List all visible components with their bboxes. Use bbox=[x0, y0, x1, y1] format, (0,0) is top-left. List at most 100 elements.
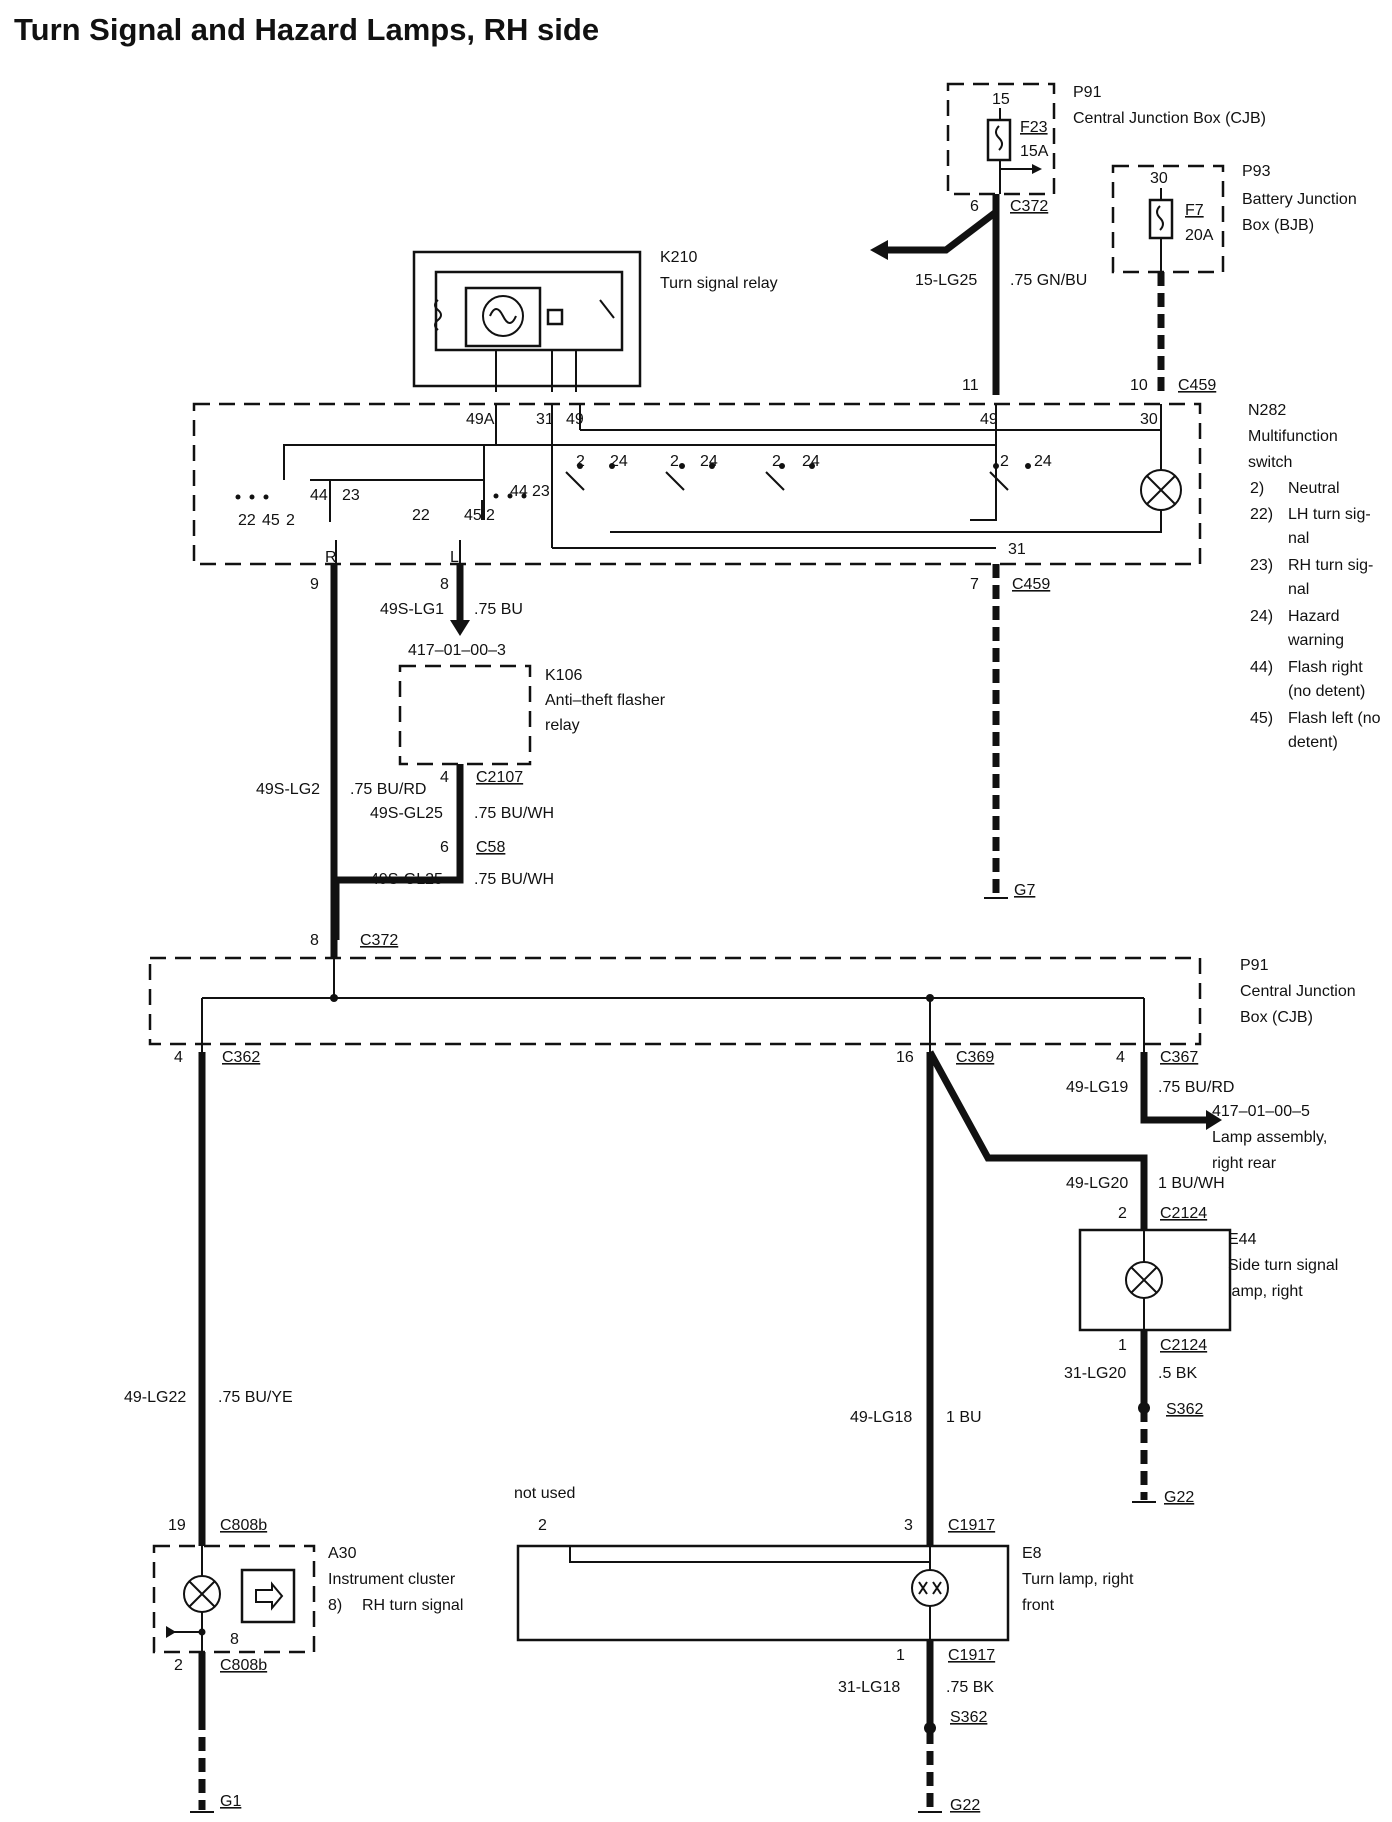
p91-mid-name-line1: Central Junction bbox=[1240, 983, 1356, 1000]
p93-fuse-box: 30 F7 20A P93 Battery Junction Box (BJB) bbox=[1111, 163, 1357, 274]
legend-num: 24) bbox=[1250, 608, 1273, 625]
k210-id: K210 bbox=[660, 249, 697, 266]
connector-c2124-top: C2124 bbox=[1160, 1205, 1207, 1222]
pin-49a: 49A bbox=[466, 411, 495, 428]
p91-mid-id: P91 bbox=[1240, 957, 1269, 974]
arrow-down-icon bbox=[450, 620, 470, 636]
pin-6-c58: 6 bbox=[440, 839, 449, 856]
pin-8-a30: 8 bbox=[230, 1631, 239, 1648]
k210-turn-signal-relay: K210 Turn signal relay bbox=[412, 249, 778, 392]
n282-id: N282 bbox=[1248, 402, 1286, 419]
legend-text: Flash left (no bbox=[1288, 710, 1381, 727]
k106-ref: 417–01–00–3 bbox=[408, 642, 506, 659]
e8-id: E8 bbox=[1022, 1545, 1042, 1562]
pin-3-c1917: 3 bbox=[904, 1517, 913, 1534]
connector-c58: C58 bbox=[476, 839, 505, 856]
k106-id: K106 bbox=[545, 667, 582, 684]
switch-pos-2c: 2 bbox=[576, 453, 585, 470]
connector-c808b-bottom: C808b bbox=[220, 1657, 267, 1674]
e8-turn-lamp-right-front: E8 Turn lamp, right front bbox=[516, 1544, 1134, 1642]
wire-31-lg20-spec: .5 BK bbox=[1158, 1365, 1197, 1382]
pin-4-c2107: 4 bbox=[440, 769, 449, 786]
wire-49s-lg1-spec: .75 BU bbox=[474, 601, 523, 618]
pin-15: 15 bbox=[992, 91, 1010, 108]
wire-49s-gl25b-circuit: 49S-GL25 bbox=[370, 871, 443, 888]
pin-7: 7 bbox=[970, 576, 979, 593]
pin-31-internal: 31 bbox=[1008, 541, 1026, 558]
k106-anti-theft-flasher-relay: K106 Anti–theft flasher relay bbox=[398, 664, 666, 766]
legend-text: RH turn sig- bbox=[1288, 557, 1373, 574]
n282-legend: 2) Neutral 22) LH turn sig- nal 23) RH t… bbox=[1250, 480, 1381, 751]
e8-not-used: not used bbox=[514, 1485, 575, 1502]
fuse-f23-label: F23 bbox=[1020, 119, 1048, 136]
wire-49-lg20-spec: 1 BU/WH bbox=[1158, 1175, 1225, 1192]
legend-text: Hazard bbox=[1288, 608, 1340, 625]
wire-31-lg18-circuit: 31-LG18 bbox=[838, 1679, 900, 1696]
legend-text: Neutral bbox=[1288, 480, 1340, 497]
pin-8: 8 bbox=[440, 576, 449, 593]
switch-pos-44b: 44 bbox=[510, 483, 528, 500]
switch-pos-22b: 22 bbox=[412, 507, 430, 524]
pin-4-c362: 4 bbox=[174, 1049, 183, 1066]
pin-49: 49 bbox=[980, 411, 998, 428]
wire-49-lg20-circuit: 49-LG20 bbox=[1066, 1175, 1128, 1192]
wire-31-lg18-spec: .75 BK bbox=[946, 1679, 994, 1696]
splice-s362-right-label: S362 bbox=[1166, 1401, 1203, 1418]
wire-49s-lg2-circuit: 49S-LG2 bbox=[256, 781, 320, 798]
arrow-left-icon bbox=[870, 240, 888, 260]
connector-c1917-bottom: C1917 bbox=[948, 1647, 995, 1664]
wire-49-lg18-spec: 1 BU bbox=[946, 1409, 982, 1426]
e8-name-line1: Turn lamp, right bbox=[1022, 1571, 1134, 1588]
pin-49-k210: 49 bbox=[566, 411, 584, 428]
ground-g7: G7 bbox=[1014, 882, 1035, 899]
connector-c372-mid: C372 bbox=[360, 932, 398, 949]
pin-1-c1917: 1 bbox=[896, 1647, 905, 1664]
splice-s362-bottom-label: S362 bbox=[950, 1709, 987, 1726]
k106-name-line1: Anti–theft flasher bbox=[545, 692, 666, 709]
fuse-f7-label: F7 bbox=[1185, 202, 1204, 219]
ground-g22-right: G22 bbox=[1164, 1489, 1194, 1506]
pin-10: 10 bbox=[1130, 377, 1148, 394]
wire-49-lg19-circuit: 49-LG19 bbox=[1066, 1079, 1128, 1096]
pin-2-c2124: 2 bbox=[1118, 1205, 1127, 1222]
legend-num: 45) bbox=[1250, 710, 1273, 727]
wire-15-lg25-branch bbox=[880, 209, 999, 254]
legend-num: 22) bbox=[1250, 506, 1273, 523]
switch-pos-23b: 23 bbox=[532, 483, 550, 500]
connector-c459-top: C459 bbox=[1178, 377, 1216, 394]
splice-s362-bottom bbox=[924, 1722, 936, 1734]
switch-pos-24e: 24 bbox=[802, 453, 820, 470]
fuse-f7-rating: 20A bbox=[1185, 227, 1214, 244]
wire-49s-gl25a-spec: .75 BU/WH bbox=[474, 805, 554, 822]
legend-text-cont: nal bbox=[1288, 581, 1309, 598]
e44-name-line1: Side turn signal bbox=[1228, 1257, 1338, 1274]
pin-30-p93: 30 bbox=[1150, 170, 1168, 187]
pin-30: 30 bbox=[1140, 411, 1158, 428]
wire-15-lg25-circuit: 15-LG25 bbox=[915, 272, 977, 289]
n282-name-line2: switch bbox=[1248, 454, 1292, 471]
pin-11: 11 bbox=[962, 377, 979, 394]
pin-6-c372: 6 bbox=[970, 198, 979, 215]
p93-name-line2: Box (BJB) bbox=[1242, 217, 1314, 234]
connector-c367: C367 bbox=[1160, 1049, 1198, 1066]
connector-c369: C369 bbox=[956, 1049, 994, 1066]
ground-g1: G1 bbox=[220, 1793, 241, 1810]
e44-id: E44 bbox=[1228, 1231, 1257, 1248]
switch-pos-22a: 22 bbox=[238, 512, 256, 529]
switch-pos-23a: 23 bbox=[342, 487, 360, 504]
legend-text-cont: detent) bbox=[1288, 734, 1338, 751]
arrow-right-icon bbox=[1206, 1110, 1222, 1130]
legend-text: Flash right bbox=[1288, 659, 1363, 676]
lamp-rear-name-line2: right rear bbox=[1212, 1155, 1277, 1172]
lamp-rear-name-line1: Lamp assembly, bbox=[1212, 1129, 1327, 1146]
p91-top-id: P91 bbox=[1073, 84, 1102, 101]
switch-pos-24c: 24 bbox=[610, 453, 628, 470]
connector-c362: C362 bbox=[222, 1049, 260, 1066]
pin-2-c808b: 2 bbox=[174, 1657, 183, 1674]
a30-item-text: RH turn signal bbox=[362, 1597, 463, 1614]
p91-top-fuse-box: 15 F23 15A P91 Central Junction Box (CJB… bbox=[946, 82, 1266, 196]
a30-item-num: 8) bbox=[328, 1597, 342, 1614]
wire-49-lg19 bbox=[1140, 1052, 1210, 1124]
e44-side-turn-signal-lamp: E44 Side turn signal lamp, right bbox=[1078, 1228, 1338, 1332]
